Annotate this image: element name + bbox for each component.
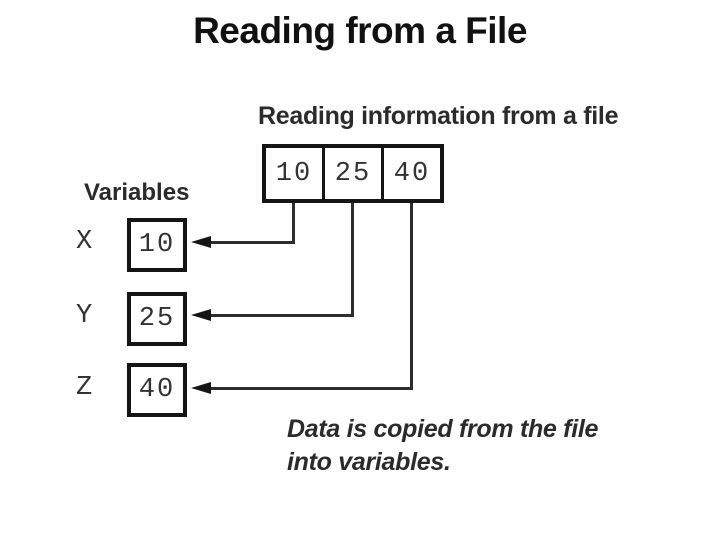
file-cell: 10 <box>266 148 322 199</box>
variable-name-z: Z <box>76 373 93 403</box>
variable-box-y: 25 <box>127 292 187 346</box>
connector-line-horizontal-y <box>208 314 354 317</box>
arrow-left-icon <box>191 382 211 394</box>
arrow-left-icon <box>191 236 211 248</box>
variable-value-z: 40 <box>138 375 176 405</box>
variables-label: Variables <box>84 179 190 206</box>
variable-name-x: X <box>76 227 93 257</box>
file-cells-row: 10 25 40 <box>262 144 444 203</box>
connector-line-horizontal-z <box>208 387 413 390</box>
diagram-header: Reading information from a file <box>258 102 619 130</box>
variable-value-y: 25 <box>138 304 176 334</box>
file-cell: 40 <box>381 148 440 199</box>
variable-name-y: Y <box>76 301 93 331</box>
variable-value-x: 10 <box>138 230 176 260</box>
connector-line-vertical-x <box>292 203 295 244</box>
variable-box-x: 10 <box>127 218 187 272</box>
caption-line: Data is copied from the file <box>287 415 599 443</box>
file-cell: 25 <box>322 148 381 199</box>
file-cell-value: 25 <box>334 158 372 189</box>
connector-line-horizontal-x <box>208 241 295 244</box>
connector-line-vertical-y <box>351 203 354 317</box>
file-cell-value: 10 <box>275 158 313 189</box>
variable-box-z: 40 <box>127 363 187 417</box>
caption-line: into variables. <box>287 448 451 476</box>
arrow-left-icon <box>191 309 211 321</box>
connector-line-vertical-z <box>410 203 413 390</box>
slide-title: Reading from a File <box>193 10 527 51</box>
diagram-caption: Data is copied from the file into variab… <box>287 413 598 479</box>
file-cell-value: 40 <box>393 158 431 189</box>
